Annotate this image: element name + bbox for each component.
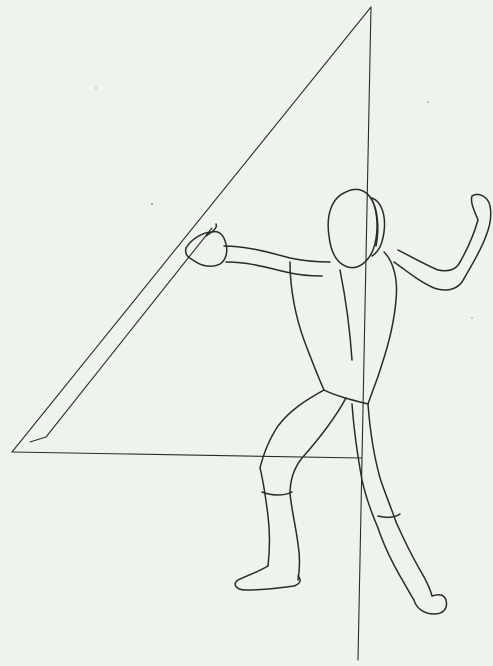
horizontal-ground-line — [12, 452, 361, 458]
triangle-guide-lines — [12, 7, 371, 660]
fencer-mask — [328, 189, 377, 267]
torso-left-side — [290, 262, 324, 390]
hypotenuse-line — [12, 7, 371, 452]
torso-right-side — [368, 252, 397, 404]
back-foot — [414, 595, 447, 614]
vertical-plumb-line — [358, 7, 371, 660]
blade-tip-stroke — [30, 437, 46, 442]
sword-arm-upper — [224, 246, 330, 262]
fencer-figure — [186, 189, 491, 614]
back-knee-sock — [378, 514, 400, 517]
front-foot — [235, 566, 300, 590]
chest-seam — [340, 270, 352, 360]
sword-hand — [186, 232, 227, 267]
back-thigh-outer — [368, 404, 396, 522]
back-shin — [378, 522, 432, 600]
jacket-hem — [324, 390, 368, 404]
sword-arm-lower — [226, 262, 322, 276]
sword-guard — [206, 224, 216, 236]
front-knee-sock — [262, 492, 292, 495]
front-thigh-bottom — [290, 398, 346, 494]
back-arm-lower — [398, 250, 460, 271]
hypotenuse-inner-line — [46, 228, 212, 437]
back-thigh-inner — [352, 404, 378, 528]
paper-specks — [95, 87, 472, 318]
back-forearm — [460, 220, 486, 282]
front-shin — [260, 468, 300, 580]
